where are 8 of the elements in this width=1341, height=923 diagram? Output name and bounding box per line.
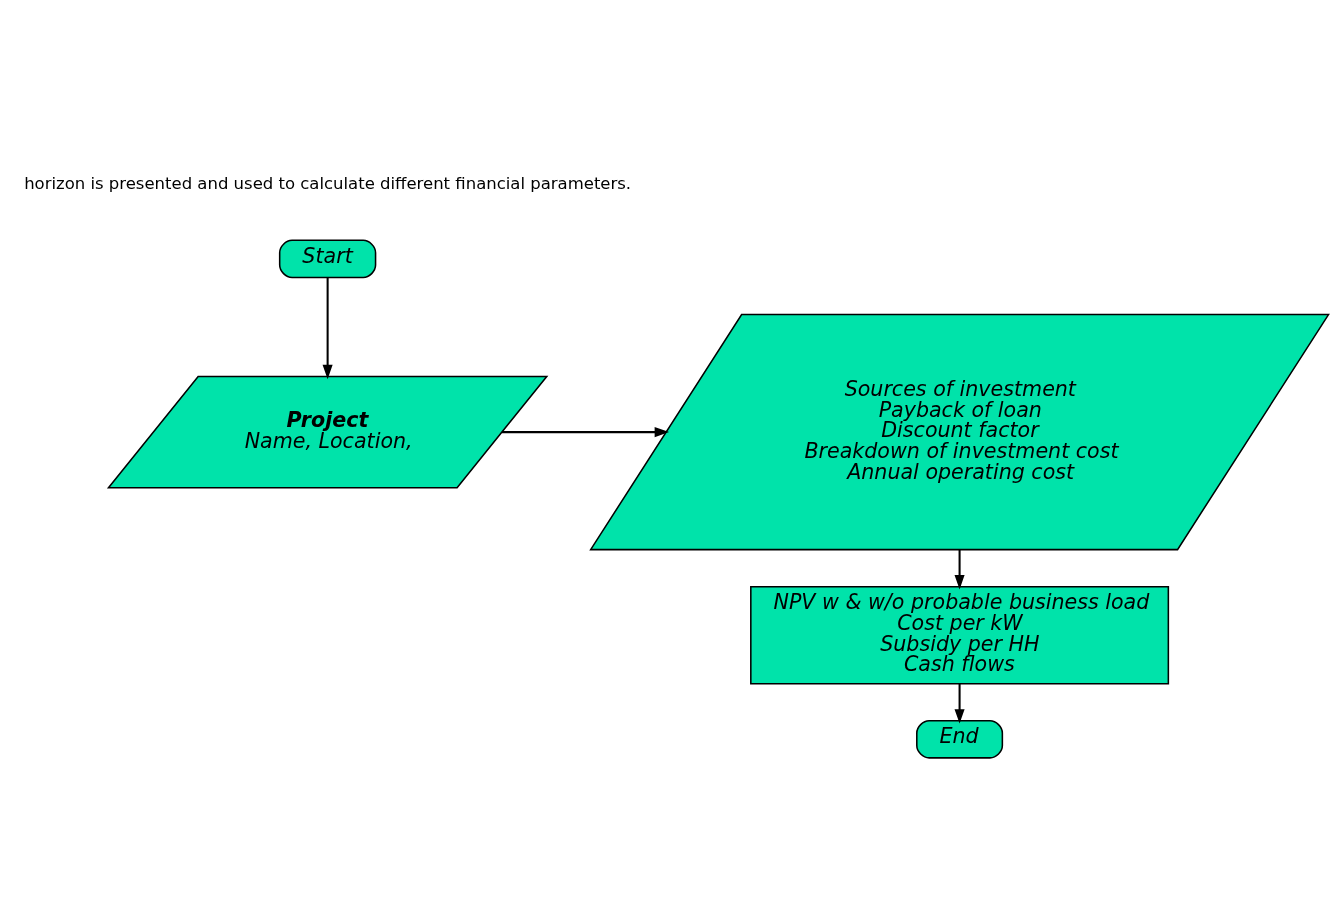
node-box: NPV w & w/o probable business load Cost per kW Subsidy per HH Cash flows: [750, 585, 1170, 684]
node-box: Start: [278, 239, 377, 278]
arrow: [954, 549, 965, 589]
arrow: [954, 683, 965, 724]
node-box: End: [916, 719, 1004, 759]
label: horizon is presented and used to calculate different financial parameters.: [24, 173, 632, 193]
arrow: [501, 426, 670, 437]
arrow: [322, 277, 333, 379]
